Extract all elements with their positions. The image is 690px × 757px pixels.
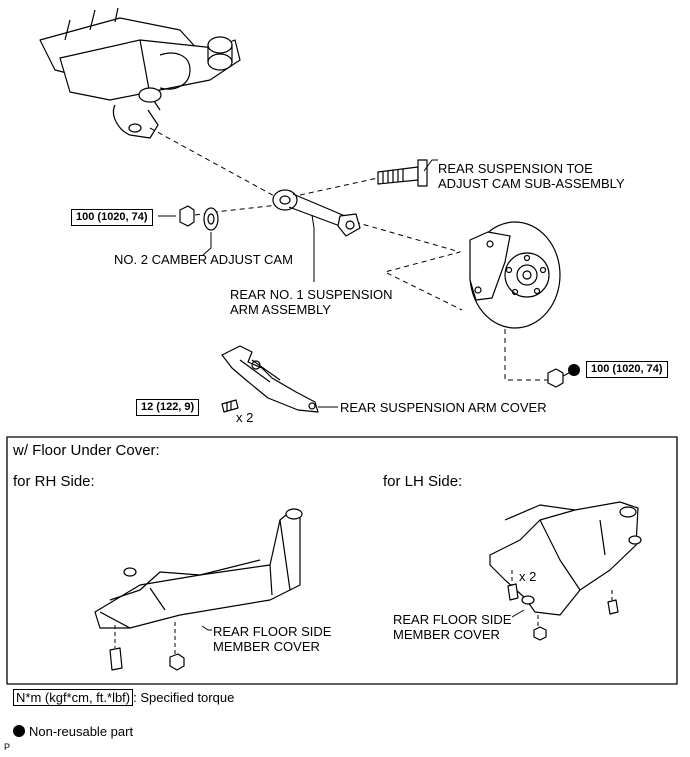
corner-code: P (4, 742, 11, 752)
nonreusable-marker (568, 363, 584, 379)
hub-nut-torque-box: 100 (1020, 74) (586, 361, 668, 378)
cover-bolt-torque-box: 12 (122, 9) (136, 399, 200, 416)
nonreusable-legend: Non-reusable part (13, 724, 133, 740)
lh-side-heading: for LH Side: (383, 473, 463, 490)
nonreusable-dot-icon (13, 725, 25, 737)
arm-cover-illustration (221, 345, 319, 413)
nonreusable-legend-text: Non-reusable part (29, 724, 134, 739)
camber-cam-label: NO. 2 CAMBER ADJUST CAM (114, 252, 293, 267)
torque-unit-box: N*m (kgf*cm, ft.*lbf) (13, 689, 134, 706)
rh-cover-label-line2: MEMBER COVER (213, 639, 320, 654)
rh-side-heading: for RH Side: (13, 473, 95, 490)
rh-floor-side-member-cover (94, 508, 303, 629)
camber-nut-torque-box: 100 (1020, 74) (71, 209, 153, 226)
torque-legend: N*m (kgf*cm, ft.*lbf): Specified torque (13, 689, 235, 706)
torque-legend-desc: : Specified torque (133, 690, 235, 705)
lh-bolt-count: x 2 (519, 569, 537, 584)
section-title: w/ Floor Under Cover: (13, 442, 160, 459)
rear-axle-hub-assembly (469, 221, 561, 329)
arm-cover-label: REAR SUSPENSION ARM COVER (340, 400, 547, 415)
rh-cover-label-line1: REAR FLOOR SIDE (213, 624, 332, 639)
suspension-arm (272, 189, 361, 237)
toe-cam-label-line2: ADJUST CAM SUB-ASSEMBLY (438, 176, 625, 191)
lh-cover-label-line2: MEMBER COVER (393, 627, 500, 642)
camber-nut-and-cam (179, 205, 219, 231)
arm-label-line1: REAR NO. 1 SUSPENSION (230, 287, 393, 302)
arm-label-line2: ARM ASSEMBLY (230, 302, 331, 317)
toe-adjust-cam-bolt (377, 159, 428, 187)
rear-subframe-illustration (39, 7, 241, 139)
toe-cam-label-line1: REAR SUSPENSION TOE (438, 161, 593, 176)
lh-cover-label-line1: REAR FLOOR SIDE (393, 612, 512, 627)
cover-bolt-count: x 2 (236, 410, 254, 425)
